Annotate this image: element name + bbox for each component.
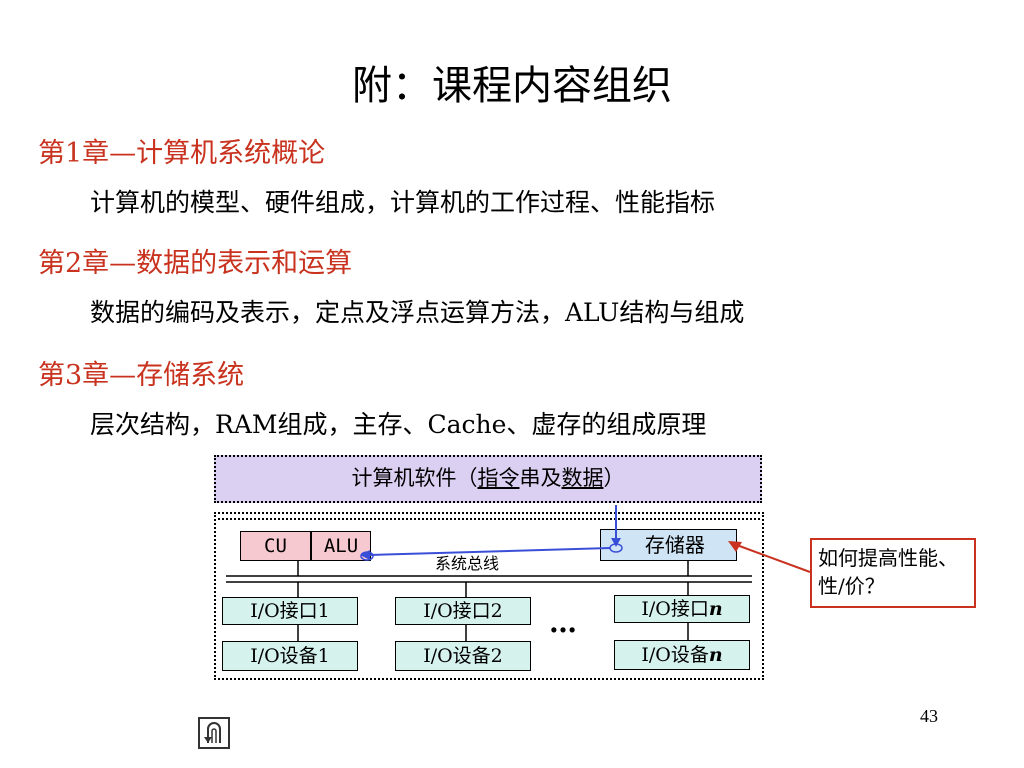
alu-label: ALU: [323, 535, 359, 557]
io-port-1: I/O接口1: [222, 597, 358, 625]
chapter-3-desc: 层次结构，RAM组成，主存、Cache、虚存的组成原理: [90, 410, 707, 439]
io-device-1: I/O设备1: [222, 641, 358, 671]
ellipsis: …: [549, 606, 577, 639]
io-port-n: I/O接口n: [614, 595, 750, 623]
callout-line: [733, 543, 811, 573]
software-mid: 串及: [519, 466, 562, 490]
callout-arrow: [728, 541, 811, 573]
software-prefix: 计算机软件（: [351, 466, 478, 490]
software-data: 数据: [561, 466, 604, 490]
callout-arrow-head: [728, 541, 742, 552]
chapter-2-heading: 第2章—数据的表示和运算: [38, 248, 353, 279]
chapter-3-heading: 第3章—存储系统: [38, 360, 245, 391]
alu-box: ALU: [311, 531, 371, 561]
chapter-1-heading: 第1章—计算机系统概论: [38, 138, 326, 169]
software-suffix: ）: [603, 466, 625, 490]
software-instruction: 指令: [477, 466, 520, 490]
io-port-n-prefix: I/O接口: [641, 598, 709, 620]
arrow-head-down: [611, 538, 621, 547]
cu-label: CU: [264, 535, 287, 557]
io-device-n: I/O设备n: [614, 640, 750, 670]
page-title: 附：课程内容组织: [352, 63, 672, 109]
io-port-n-index: n: [708, 598, 723, 620]
io-device-2: I/O设备2: [395, 641, 531, 671]
cu-box: CU: [240, 531, 311, 561]
io-device-1-label: I/O设备1: [250, 645, 330, 667]
io-device-2-label: I/O设备2: [423, 645, 503, 667]
io-port-2: I/O接口2: [395, 597, 531, 625]
question-callout: 如何提高性能、性/价？: [810, 538, 976, 608]
bus-label: 系统总线: [435, 554, 500, 573]
return-nav-button[interactable]: [198, 717, 230, 749]
memory-to-alu-arrow: [369, 547, 611, 556]
io-port-1-label: I/O接口1: [250, 600, 330, 622]
alu-connector: [360, 551, 374, 561]
memory-label: 存储器: [644, 533, 705, 557]
chapter-1-desc: 计算机的模型、硬件组成，计算机的工作过程、性能指标: [90, 188, 716, 217]
io-device-n-index: n: [708, 644, 723, 666]
page-number: 43: [920, 706, 938, 726]
chapter-2-desc: 数据的编码及表示，定点及浮点运算方法，ALU结构与组成: [90, 298, 745, 327]
diagram-lines: [226, 505, 752, 641]
software-box: 计算机软件（指令串及数据）: [214, 455, 762, 503]
return-arrow-icon: [204, 722, 221, 743]
memory-connector: [609, 543, 623, 553]
hardware-frame: [214, 512, 764, 680]
io-device-n-prefix: I/O设备: [641, 644, 709, 666]
hardware-divider: [218, 518, 760, 520]
io-port-2-label: I/O接口2: [423, 600, 503, 622]
memory-box: 存储器: [600, 529, 737, 561]
